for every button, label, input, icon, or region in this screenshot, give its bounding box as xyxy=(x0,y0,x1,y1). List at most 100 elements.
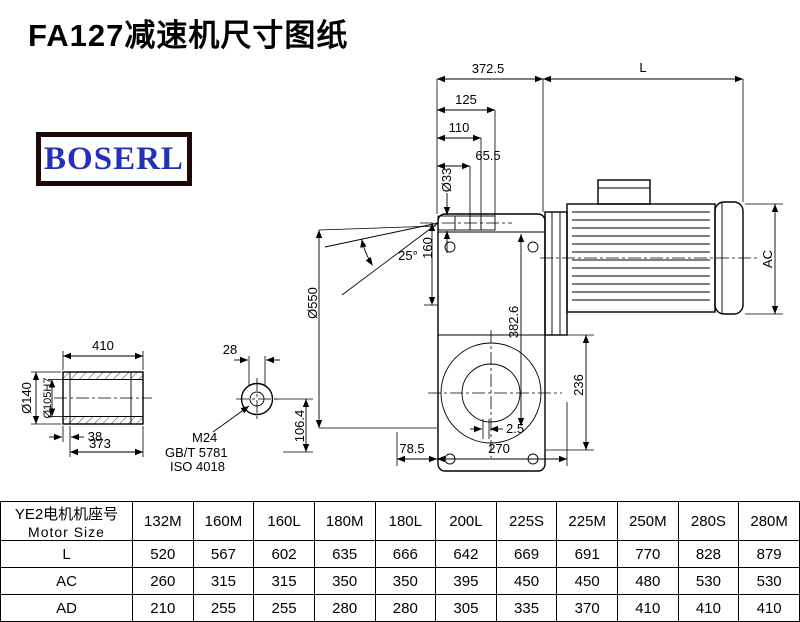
cell: 315 xyxy=(253,567,315,595)
cell: 770 xyxy=(617,540,679,568)
cell: 255 xyxy=(192,594,255,622)
dimension-drawing: 372.5 L 125 110 65.5 Ø33 160 25° xyxy=(19,60,783,474)
note-m24: M24 xyxy=(192,430,217,445)
dim-372-5: 372.5 xyxy=(436,61,544,214)
dim-106-4: 106.4 xyxy=(274,398,313,453)
cell: 280 xyxy=(374,594,437,622)
cell: 410 xyxy=(677,594,740,622)
boserl-logo: BOSERL xyxy=(36,132,192,186)
gearbox-housing xyxy=(420,213,562,472)
dim-label: L xyxy=(639,60,646,75)
dim-label: 110 xyxy=(449,120,470,135)
cell: 370 xyxy=(556,594,618,622)
thread-note: M24 GB/T 5781 ISO 4018 xyxy=(165,405,250,474)
dim-label: 372.5 xyxy=(472,61,505,76)
cell: 602 xyxy=(253,540,315,568)
note-gbt-5781: GB/T 5781 xyxy=(165,445,228,460)
cell: 410 xyxy=(617,594,679,622)
col-header: 225S xyxy=(495,501,558,541)
dim-78-5: 78.5 xyxy=(396,432,437,466)
col-header: 250M xyxy=(617,501,679,541)
dim-label: 65.5 xyxy=(475,148,500,163)
table-row-AC: AC 260 315 315 350 350 395 450 450 480 5… xyxy=(0,567,800,595)
dim-dia-105: Ø105H7 xyxy=(42,378,63,419)
dim-125: 125 xyxy=(437,92,496,216)
cell: 450 xyxy=(495,567,558,595)
dim-dia-550: Ø550 xyxy=(305,225,437,429)
table-row-L: L 520 567 602 635 666 642 669 691 770 82… xyxy=(0,540,800,568)
cell: 350 xyxy=(313,567,376,595)
note-iso-4018: ISO 4018 xyxy=(170,459,225,474)
dim-label: AC xyxy=(760,250,775,268)
motor-size-table: YE2电机机座号 Motor Size 132M 160M 160L 180M … xyxy=(0,501,800,622)
cell: 305 xyxy=(435,594,497,622)
cell: 350 xyxy=(374,567,437,595)
dim-410: 410 xyxy=(62,338,144,370)
dim-AC: AC xyxy=(745,203,783,315)
dim-38: 38 xyxy=(49,426,102,457)
header-line2: Motor Size xyxy=(28,523,105,540)
row-label: AC xyxy=(0,567,133,595)
table-corner-header: YE2电机机座号 Motor Size xyxy=(0,501,133,541)
header-line1: YE2电机机座号 xyxy=(14,505,119,523)
page-title: FA127减速机尺寸图纸 xyxy=(28,18,349,53)
col-header: 200L xyxy=(435,501,497,541)
cell: 450 xyxy=(556,567,618,595)
dim-dia-140: Ø140 xyxy=(19,371,61,425)
dim-label: 78.5 xyxy=(399,441,424,456)
table-row-AD: AD 210 255 255 280 280 305 335 370 410 4… xyxy=(0,594,800,622)
col-header: 280M xyxy=(738,501,800,541)
cell: 691 xyxy=(556,540,618,568)
cell: 666 xyxy=(374,540,437,568)
dim-label: 410 xyxy=(92,338,114,353)
col-header: 132M xyxy=(132,501,194,541)
dim-label: 106.4 xyxy=(292,410,307,443)
dim-label: 125 xyxy=(455,92,477,107)
col-header: 160L xyxy=(253,501,315,541)
shaft-end-view xyxy=(236,378,278,420)
cell: 567 xyxy=(192,540,255,568)
dim-label: 25° xyxy=(398,248,418,263)
dim-382-6: 382.6 xyxy=(506,234,525,426)
table-header-row: YE2电机机座号 Motor Size 132M 160M 160L 180M … xyxy=(0,501,800,541)
dim-label: Ø140 xyxy=(19,382,34,414)
cell: 480 xyxy=(617,567,679,595)
dim-label: 236 xyxy=(571,374,586,396)
col-header: 180M xyxy=(313,501,376,541)
dim-label: 28 xyxy=(223,342,237,357)
boserl-logo-text: BOSERL xyxy=(44,140,184,177)
hollow-shaft-view xyxy=(54,371,152,425)
cell: 315 xyxy=(192,567,255,595)
dim-label: 270 xyxy=(488,441,510,456)
col-header: 180L xyxy=(374,501,437,541)
dim-angle-25: 25° xyxy=(324,222,439,296)
dim-label: 160 xyxy=(420,237,435,259)
cell: 635 xyxy=(313,540,376,568)
motor-fins xyxy=(572,211,710,301)
dim-label: Ø105H7 xyxy=(42,378,54,419)
cell: 530 xyxy=(738,567,800,595)
dim-dia-33: Ø33 xyxy=(439,168,454,253)
cell: 255 xyxy=(253,594,315,622)
col-header: 280S xyxy=(677,501,740,541)
dim-2-5: 2.5 xyxy=(470,419,524,439)
cell: 395 xyxy=(435,567,497,595)
dim-270: 270 xyxy=(437,402,568,466)
dim-label: 373 xyxy=(89,436,111,451)
dim-65-5: 65.5 xyxy=(437,148,501,216)
col-header: 160M xyxy=(192,501,255,541)
cell: 335 xyxy=(495,594,558,622)
cell: 260 xyxy=(132,567,194,595)
cell: 642 xyxy=(435,540,497,568)
row-label: AD xyxy=(0,594,133,622)
cell: 669 xyxy=(495,540,558,568)
dim-label: Ø33 xyxy=(439,168,454,193)
dim-label: 38 xyxy=(88,429,102,444)
col-header: 225M xyxy=(556,501,618,541)
motor xyxy=(540,179,758,336)
cell: 210 xyxy=(132,594,194,622)
dim-L: L xyxy=(543,60,744,202)
dim-236: 236 xyxy=(546,334,594,451)
cell: 530 xyxy=(677,567,740,595)
